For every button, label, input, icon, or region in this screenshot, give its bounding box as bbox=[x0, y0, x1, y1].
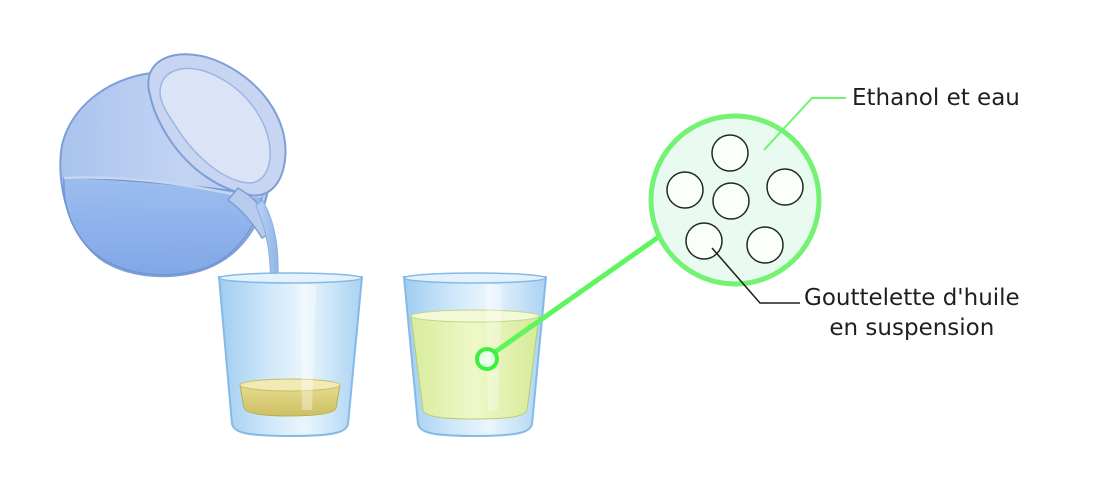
droplet-icon bbox=[746, 226, 784, 264]
glass-icon bbox=[217, 272, 364, 438]
label-oil-droplet: Gouttelette d'huile en suspension bbox=[804, 283, 1020, 343]
pitcher-icon bbox=[59, 53, 287, 278]
droplet-icon bbox=[666, 171, 704, 209]
magnifier-icon bbox=[648, 113, 822, 287]
leader-line-droplet bbox=[711, 247, 800, 304]
label-ethanol-water: Ethanol et eau bbox=[852, 85, 1020, 111]
label-oil-droplet-line1: Gouttelette d'huile bbox=[804, 285, 1020, 311]
droplet-icon bbox=[766, 168, 804, 206]
label-oil-droplet-line2: en suspension bbox=[829, 315, 995, 341]
magnifier-callout bbox=[475, 233, 663, 371]
glass-icon bbox=[402, 272, 548, 438]
droplet-icon bbox=[711, 134, 749, 172]
leader-line-ethanol bbox=[763, 97, 846, 151]
droplet-icon bbox=[712, 182, 750, 220]
